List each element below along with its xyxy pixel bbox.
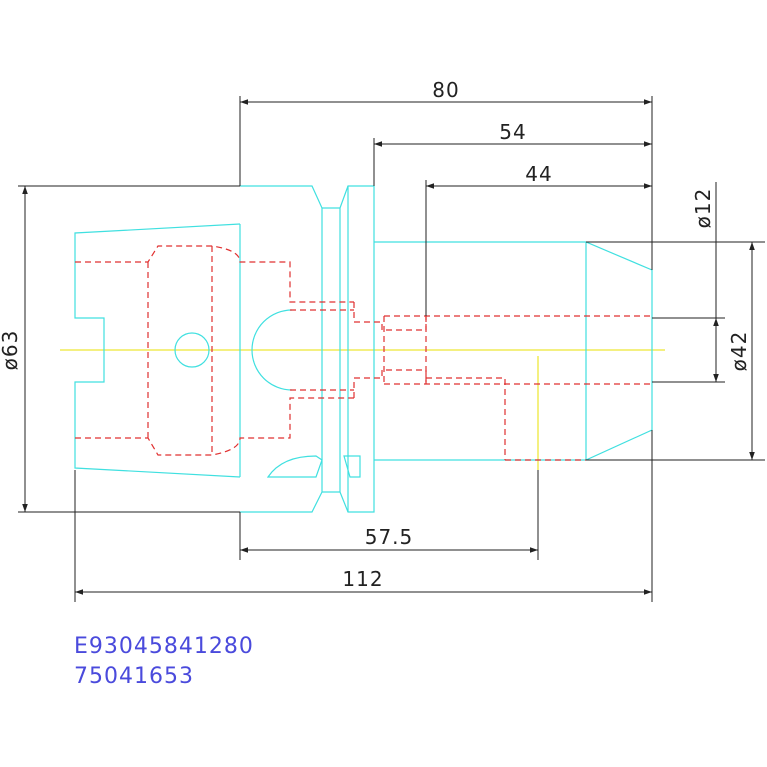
dim-42-label: ø42 xyxy=(727,331,751,372)
dim-112-label: 112 xyxy=(342,567,383,591)
part-code-line-2: 75041653 xyxy=(74,664,194,689)
dim-80-label: 80 xyxy=(432,78,459,102)
part-outline xyxy=(74,185,653,513)
part-code-line-1: E93045841280 xyxy=(74,634,254,659)
hidden-lines xyxy=(75,245,652,461)
dim-63-label: ø63 xyxy=(0,330,22,371)
dim-12-label: ø12 xyxy=(691,188,715,229)
dim-44-label: 44 xyxy=(525,162,552,186)
dim-54-label: 54 xyxy=(499,120,526,144)
dim-57-5-label: 57.5 xyxy=(365,525,414,549)
dimension-lines xyxy=(18,96,765,602)
